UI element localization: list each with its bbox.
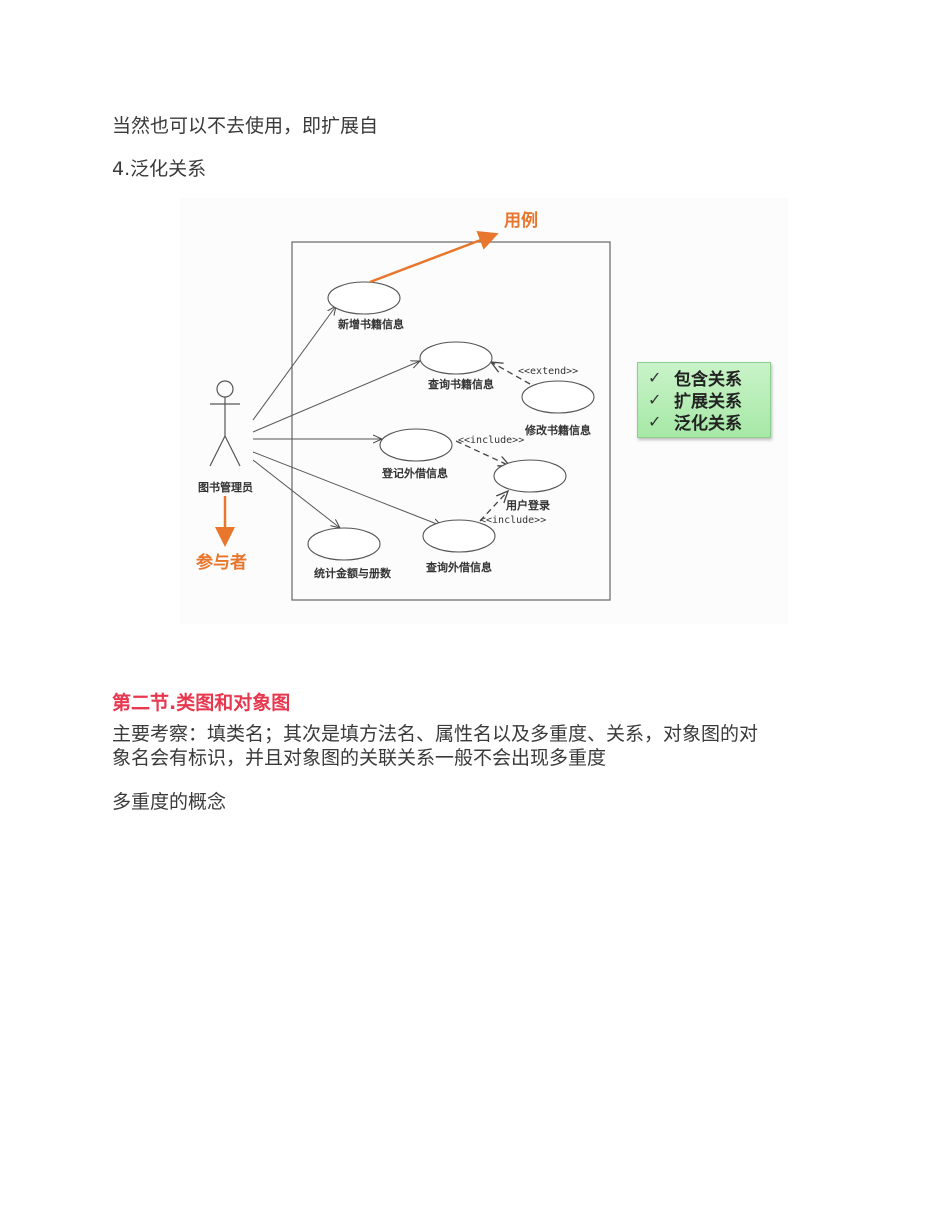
paragraph-multiplicity: 多重度的概念 [112,791,227,813]
use-case-query-book [419,341,493,375]
legend-item: ✓ 泛化关系 [648,411,742,434]
system-boundary [291,241,611,601]
legend-item: ✓ 扩展关系 [648,389,742,412]
use-case-query-loan [422,519,496,553]
actor-stick-figure-icon [209,380,241,467]
diagram-canvas: 新增书籍信息 查询书籍信息 修改书籍信息 登记外借信息 用户登录 统计金额与册数… [196,210,611,601]
use-case-diagram: 新增书籍信息 查询书籍信息 修改书籍信息 登记外借信息 用户登录 统计金额与册数… [180,198,788,624]
check-icon: ✓ [648,389,662,409]
use-case-label: 统计金额与册数 [314,566,392,580]
use-case-label: 用户登录 [506,498,550,512]
paragraph-extend-note: 当然也可以不去使用，即扩展自 [112,115,379,137]
use-case-label: 查询外借信息 [426,560,492,574]
use-case-modify-book [521,380,595,414]
section-heading: 第二节.类图和对象图 [112,692,291,714]
paragraph-exam-focus-line2: 象名会有标识，并且对象图的关联关系一般不会出现多重度 [112,747,607,769]
actor-label: 图书管理员 [198,480,253,494]
callout-actor-label: 参与者 [196,552,247,573]
check-icon: ✓ [648,411,662,431]
use-case-register-loan [379,428,453,462]
include-stereotype: <<include>> [458,435,524,446]
use-case-user-login [493,459,567,493]
include-stereotype: <<include>> [480,515,546,526]
callout-usecase-label: 用例 [504,210,538,231]
subheading-generalization: 4.泛化关系 [112,158,207,180]
use-case-statistics [307,527,381,561]
use-case-label: 登记外借信息 [381,466,448,480]
legend-item: ✓ 包含关系 [648,367,742,390]
use-case-label: 修改书籍信息 [524,423,591,437]
use-case-label: 新增书籍信息 [338,317,404,331]
relationship-legend: ✓ 包含关系 ✓ 扩展关系 ✓ 泛化关系 [637,362,771,438]
use-case-add-book [327,281,401,315]
extend-stereotype: <<extend>> [518,366,578,377]
check-icon: ✓ [648,367,662,387]
paragraph-exam-focus-line1: 主要考察：填类名；其次是填方法名、属性名以及多重度、关系，对象图的对 [112,723,759,745]
callout-arrow-usecase [369,230,499,284]
use-case-label: 查询书籍信息 [428,377,494,391]
